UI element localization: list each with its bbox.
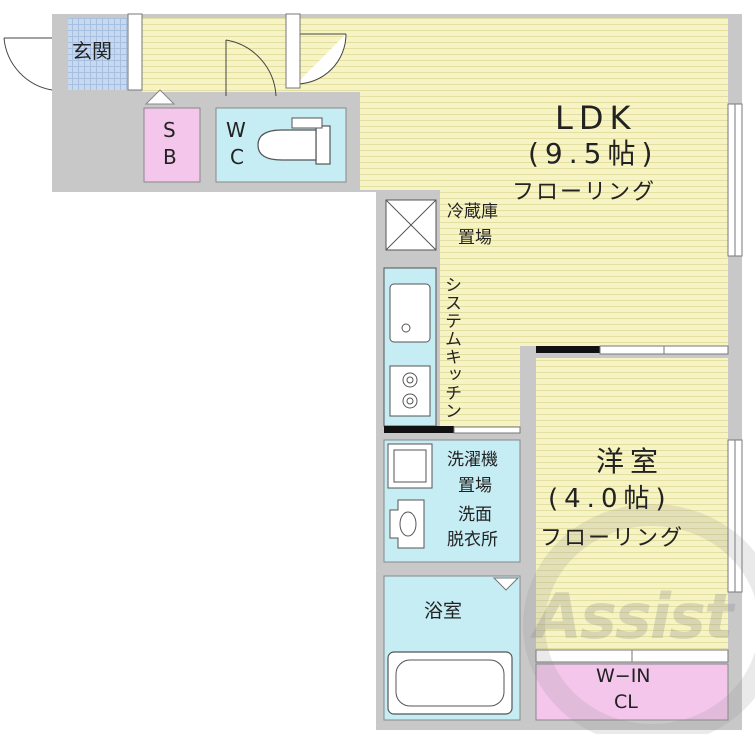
kitchen-label: システムキッチン <box>441 276 461 420</box>
toilet-bowl <box>257 129 317 161</box>
ldk-door-swing <box>295 33 347 85</box>
partition-sliding <box>453 426 521 434</box>
western-room-floor <box>536 358 728 650</box>
genkan-label: 玄関 <box>72 39 112 63</box>
entrance-door-swing <box>3 37 53 91</box>
bath-label: 浴室 <box>424 600 463 622</box>
western-name: 洋室 <box>596 445 665 478</box>
western-partition-black <box>536 346 600 353</box>
sb-closet <box>143 107 201 183</box>
sb-label-s: S <box>163 118 176 142</box>
wc-label-w: W <box>226 118 246 142</box>
walkin-closet <box>535 663 729 721</box>
sb-door-mark <box>144 89 176 105</box>
western-floor-type: フローリング <box>540 526 685 551</box>
kitchen-sink <box>389 283 431 343</box>
windows <box>127 13 743 593</box>
genkan-floor <box>68 18 128 90</box>
partition-black <box>384 426 454 433</box>
bath-door-mark <box>492 577 520 591</box>
watermark-text: Assist <box>534 580 734 653</box>
washroom-label-1: 洗面 <box>458 505 492 525</box>
walkin-label-1: W−IN <box>596 665 651 687</box>
washer-label-1: 洗濯機 <box>447 450 498 470</box>
toilet-tank <box>315 125 331 165</box>
ldk-floor-type: フローリング <box>512 180 657 205</box>
toilet-seat <box>291 117 323 129</box>
sink-drain <box>401 323 411 333</box>
wc-label-c: C <box>230 145 244 169</box>
ldk-floor <box>142 18 728 430</box>
refrigerator-label-1: 冷蔵庫 <box>447 202 498 222</box>
washer-space <box>387 443 433 489</box>
washer-label-2: 置場 <box>458 476 492 496</box>
sb-label-b: B <box>163 145 177 169</box>
ldk-name: LDK <box>555 99 637 137</box>
washroom-label-2: 脱衣所 <box>447 530 498 550</box>
walkin-label-2: CL <box>614 691 638 713</box>
assist-watermark <box>523 504 755 734</box>
refrigerator-label-2: 置場 <box>458 228 492 248</box>
western-size: (4.0帖) <box>548 484 672 514</box>
wc-door-swing <box>225 39 277 97</box>
ldk-size: (9.5帖) <box>528 137 659 170</box>
